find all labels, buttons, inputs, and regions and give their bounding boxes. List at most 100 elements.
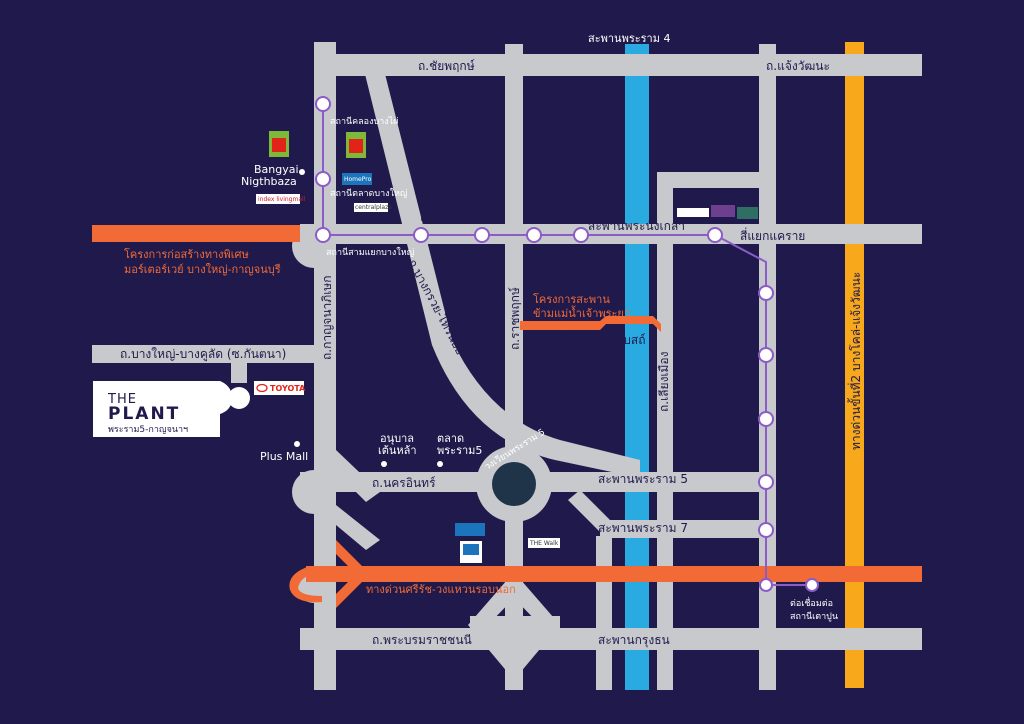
label-anuban-2: เต้นหล้า [378, 444, 417, 457]
label-station-khlong-bang-phai: สถานีคลองบางไผ่ [330, 116, 398, 127]
label-khae-rai: สี่แยกแคราย [740, 227, 805, 243]
si-rat-loop [289, 566, 322, 603]
homepro-logo [455, 523, 485, 536]
label-anuban-1: อนุบาล [380, 432, 414, 445]
label-si-rat-expressway: ทางด่วนศรีรัช-วงแหวนรอบนอก [366, 583, 516, 596]
station-marker [758, 522, 774, 538]
label-bangyai-nightbaza-1: Bangyai [254, 163, 299, 176]
central-logo-text: centralplaza [355, 204, 392, 211]
central-logo [677, 205, 758, 219]
label-rattanathibet: ถ.รัตนาธิเบศร์ [420, 210, 494, 224]
road-diagonal-se [336, 505, 380, 550]
label-plus-mall: Plus Mall [260, 450, 308, 463]
label-expressway-2: ทางด่วนขั้นที่2 บางโคล่-แจ้งวัฒนะ [847, 272, 863, 450]
expressway-2 [845, 42, 864, 688]
the-plant-marker: THE PLANT พระราม5-กาญจนาฯ [93, 381, 250, 437]
station-talad-bang-yai [315, 171, 331, 187]
si-rat-arrow [336, 540, 370, 608]
brand-the: THE [107, 392, 137, 407]
label-chaiyaphruek: ถ.ชัยพฤกษ์ [418, 59, 475, 73]
place-dot-nightbaza [299, 169, 305, 175]
label-krungthon-bridge: สะพานกรุงธน [598, 633, 670, 648]
station-khlong-bang-phai [315, 96, 331, 112]
road-rama7 [600, 520, 762, 538]
index-logo-text: index livingmall [258, 196, 306, 203]
hw-logo [460, 541, 482, 563]
place-dot-talad [437, 461, 443, 467]
bigc-logo [269, 131, 289, 157]
station-marker [758, 285, 774, 301]
brand-subtitle: พระราม5-กาญจนาฯ [108, 425, 188, 435]
road-ratchaphruek [505, 44, 523, 690]
road-bangkruai-sainoi [362, 62, 640, 478]
the-walk-logo: THE Walk [528, 538, 560, 548]
station-marker [707, 227, 723, 243]
station-marker [573, 227, 589, 243]
label-liang-mueang: ถ.เลี่ยงเมือง [655, 351, 671, 412]
label-tha-nam-non: ถ.ท่าน้ำนนท์-วัดโบสถ์ [533, 331, 646, 347]
station-tao-poon-a [759, 578, 773, 592]
bridge-project [520, 316, 661, 332]
bigc-logo [346, 132, 366, 158]
road-left-lower [596, 536, 612, 690]
label-station-sam-yaek-bang-yai: สถานีสามแยกบางใหญ่ [326, 247, 415, 258]
chao-phraya-river [625, 44, 649, 690]
label-rama5-bridge: สะพานพระราม 5 [598, 472, 688, 486]
station-marker [413, 227, 429, 243]
label-bridge-line2: ข้ามแม่น้ำเจ้าพระยา [533, 305, 630, 320]
label-ratchaphruek: ถ.ราชพฤกษ์ [508, 287, 522, 350]
label-bangyai-nightbaza-2: Nigthbaza [241, 175, 297, 188]
road-kanchanaphisek [314, 42, 336, 690]
road-chaengwattana-vertical [759, 44, 776, 690]
road-chaiyaphruek [314, 54, 922, 76]
label-chaengwattana: ถ.แจ้งวัฒนะ [766, 59, 830, 73]
brand-plant: PLANT [108, 404, 180, 424]
label-station-tao-poon-1: ต่อเชื่อมต่อ [790, 596, 833, 609]
toyota-sign: TOYOTA [254, 381, 306, 395]
si-rat-expressway [306, 566, 922, 582]
label-rama4-bridge: สะพานพระราม 4 [588, 32, 670, 45]
label-talad-rama5-1: ตลาด [437, 432, 464, 445]
road-diagonal-sw [336, 450, 380, 502]
road-bangyai-spur [231, 345, 247, 383]
road-liang-mueang-top [657, 172, 761, 188]
purple-line [322, 104, 812, 586]
station-marker [758, 347, 774, 363]
purple-line-stations [315, 96, 819, 592]
label-motorway-line2: มอร์เตอร์เวย์ บางใหญ่-กาญจนบุรี [124, 263, 281, 276]
homepro-logo: HomePro [342, 173, 372, 185]
motorway-project [92, 225, 300, 242]
station-sam-yaek-bang-yai [315, 227, 331, 243]
station-marker [758, 411, 774, 427]
road-diamond-h [470, 616, 560, 634]
station-marker [758, 474, 774, 490]
label-motorway-line1: โครงการก่อสร้างทางพิเศษ [124, 247, 249, 261]
place-dot-anuban [381, 461, 387, 467]
central-logo: centralplaza [354, 203, 392, 212]
label-rattanathibet-bridge: สะพานพระนั่งเกล้า [588, 217, 685, 233]
place-dot-plus-mall [294, 441, 300, 447]
location-pin [228, 387, 250, 409]
walk-logo-text: THE Walk [529, 540, 559, 547]
u-turn-bottom [292, 470, 336, 514]
toyota-icon [256, 383, 268, 393]
station-marker [526, 227, 542, 243]
label-bangyai-bangkhulat: ถ.บางใหญ่-บางคูลัด (ซ.กันตนา) [120, 347, 286, 362]
label-talad-rama5-2: พระราม5 [437, 444, 482, 457]
road-diamond [468, 572, 560, 680]
label-nakhon-in: ถ.นครอินทร์ [372, 476, 436, 490]
station-tao-poon-b [805, 578, 819, 592]
road-rama5-bend [568, 490, 612, 532]
roundabout-center [492, 462, 536, 506]
index-livingmall-logo: index livingmall [256, 194, 306, 204]
homepro-logo-text: HomePro [344, 176, 372, 183]
station-marker [474, 227, 490, 243]
label-bridge-line1: โครงการสะพาน [533, 292, 610, 306]
label-rama7-bridge: สะพานพระราม 7 [598, 521, 688, 535]
label-station-tao-poon-2: สถานีเตาปูน [790, 611, 838, 622]
label-kanchanaphisek: ถ.กาญจนาภิเษก [320, 276, 334, 360]
label-borommaratchachonnani: ถ.พระบรมราชชนนี [372, 633, 472, 647]
road-bangyai-bangkhulat [92, 345, 314, 363]
toyota-text: TOYOTA [270, 384, 306, 393]
